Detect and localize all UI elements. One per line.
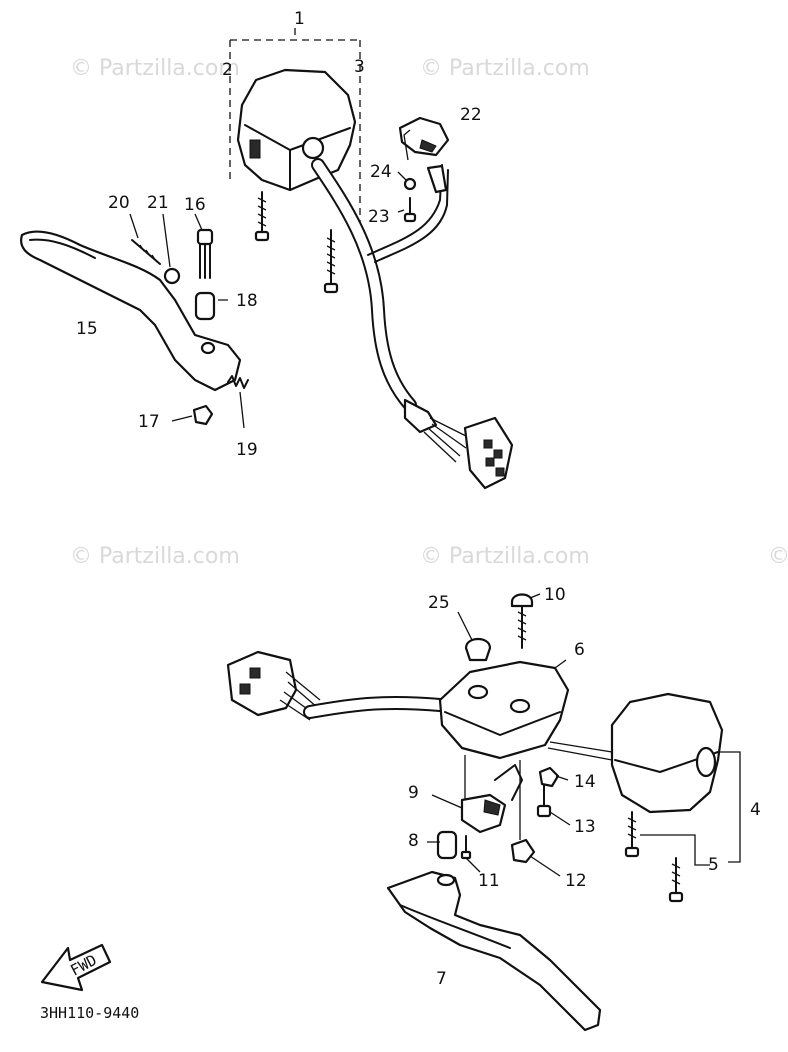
housing-hole-left — [467, 684, 489, 700]
watermark: © Partzilla.com — [420, 544, 590, 569]
collar-8 — [436, 830, 458, 860]
switch-housing — [236, 68, 357, 192]
screw-11 — [460, 835, 472, 860]
callout-20: 20 — [108, 193, 130, 213]
spring-19 — [227, 375, 249, 389]
front-switch-housing — [438, 660, 570, 760]
housing-screw-upper-right — [323, 229, 339, 294]
callout-19: 19 — [236, 440, 258, 460]
clutch-lever — [20, 230, 242, 392]
wire-connector-lower — [226, 650, 321, 721]
brake-lever — [386, 870, 602, 1032]
collar-18 — [194, 291, 216, 321]
leader-guides — [464, 755, 521, 840]
nut-12 — [510, 838, 536, 864]
housing-screw-5a — [624, 811, 640, 858]
leader-bracket-5 — [640, 834, 710, 866]
callout-8: 8 — [408, 831, 419, 851]
watermark: © Partzilla.com — [420, 56, 590, 81]
branch-wire — [367, 164, 443, 256]
throttle-opening — [695, 746, 717, 778]
screw-10 — [510, 593, 534, 649]
lever-pivot-hole — [200, 341, 216, 355]
screw-13 — [536, 784, 552, 818]
callout-11: 11 — [478, 871, 500, 891]
nut-17 — [192, 404, 214, 426]
upper-switch-assembly — [20, 28, 514, 490]
lower-switch-assembly: FWD — [40, 593, 741, 1032]
forward-arrow-icon: FWD — [40, 943, 112, 992]
callout-2: 2 — [222, 60, 233, 80]
leader-bracket — [229, 28, 361, 225]
screw-23 — [403, 197, 417, 223]
callout-15: 15 — [76, 319, 98, 339]
callout-17: 17 — [138, 412, 160, 432]
callout-5: 5 — [708, 855, 719, 875]
cable-grommet — [301, 136, 325, 160]
callout-1: 1 — [294, 9, 305, 29]
watermark: © Partzilla.com — [70, 544, 240, 569]
adjust-screw-20 — [131, 239, 161, 265]
callout-22: 22 — [460, 105, 482, 125]
callout-14: 14 — [574, 772, 596, 792]
callout-7: 7 — [436, 969, 447, 989]
clutch-switch — [398, 116, 450, 194]
callout-16: 16 — [184, 195, 206, 215]
callout-24: 24 — [370, 162, 392, 182]
rear-switch-housing — [610, 692, 724, 814]
leader-bracket-4 — [720, 751, 741, 863]
housing-hole-right — [509, 698, 531, 714]
callout-23: 23 — [368, 207, 390, 227]
callout-25: 25 — [428, 593, 450, 613]
housing-screw-5b — [668, 857, 684, 903]
callout-10: 10 — [544, 585, 566, 605]
callout-21: 21 — [147, 193, 169, 213]
watermark: © Partzilla.com — [70, 56, 240, 81]
pivot-bolt-16 — [196, 228, 214, 279]
callout-12: 12 — [565, 871, 587, 891]
housing-screw-upper-left — [254, 191, 270, 242]
drawing-code: 3HH110-9440 — [40, 1004, 139, 1022]
callout-13: 13 — [574, 817, 596, 837]
watermark: © — [768, 544, 788, 569]
front-brake-switch — [460, 764, 523, 834]
cap-25 — [464, 637, 492, 662]
callout-3: 3 — [354, 57, 365, 77]
callout-18: 18 — [236, 291, 258, 311]
nut-14 — [538, 766, 560, 788]
washer-24 — [403, 177, 417, 191]
callout-4: 4 — [750, 800, 761, 820]
housing-detail — [249, 139, 261, 159]
leader-lines-lower — [427, 593, 571, 877]
leader-lines-upper — [129, 129, 411, 429]
callout-9: 9 — [408, 783, 419, 803]
callout-6: 6 — [574, 640, 585, 660]
wire-connector-upper — [403, 398, 514, 490]
nut-21 — [163, 267, 181, 285]
brake-lever-pivot — [436, 873, 456, 887]
